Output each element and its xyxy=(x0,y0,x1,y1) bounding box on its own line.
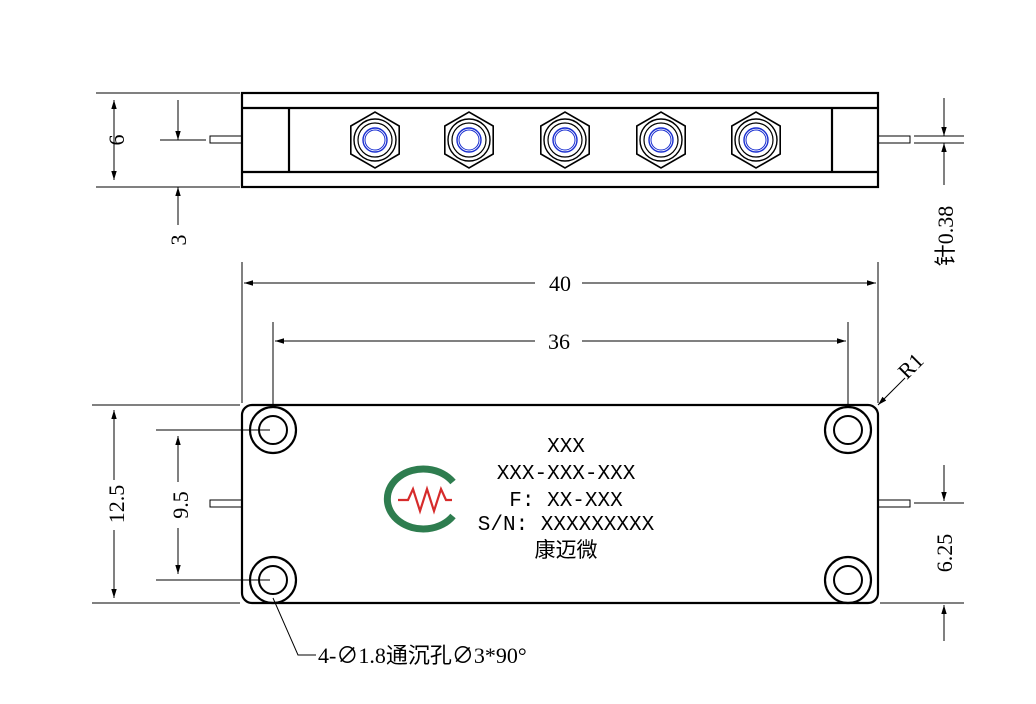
connector xyxy=(539,111,591,169)
right-pin xyxy=(877,135,911,144)
label-line2: XXX-XXX-XXX xyxy=(497,463,636,486)
vertical-dimensions: 12.5 9.5 xyxy=(92,404,270,604)
hole-callout: 4-∅1.8通沉孔∅3*90° xyxy=(272,597,527,668)
dim-pin-height: 6.25 xyxy=(932,534,957,573)
left-pin xyxy=(209,135,243,144)
dim-top-offset: 3 xyxy=(166,235,191,246)
connector-row xyxy=(349,111,782,169)
dim-corner-radius: R1 xyxy=(893,348,929,384)
mounting-hole xyxy=(823,405,873,455)
connector xyxy=(349,111,401,169)
label-line3: F: XX-XXX xyxy=(509,490,623,513)
label-company: 康迈微 xyxy=(535,538,598,562)
dim-hole-vertical-spacing: 9.5 xyxy=(168,491,193,519)
connector xyxy=(730,111,782,169)
top-view xyxy=(209,91,911,189)
product-label: XXX XXX-XXX-XXX F: XX-XXX S/N: XXXXXXXXX… xyxy=(478,436,655,562)
dim-hole-spacing: 36 xyxy=(548,329,570,354)
logo-icon xyxy=(383,465,456,533)
right-pin-front xyxy=(877,499,911,508)
dim-hole-callout: 4-∅1.8通沉孔∅3*90° xyxy=(318,643,527,668)
dim-body-height: 12.5 xyxy=(104,485,129,524)
connector xyxy=(635,111,687,169)
mounting-hole xyxy=(823,555,873,605)
dim-top-height: 6 xyxy=(104,135,129,146)
dim-overall-length: 40 xyxy=(549,271,571,296)
pin-height-dimension: 6.25 xyxy=(880,465,964,641)
horizontal-dimensions: 40 36 xyxy=(241,262,879,405)
dim-pin-diameter: 针0.38 xyxy=(933,206,958,267)
connector xyxy=(443,111,495,169)
left-pin-front xyxy=(209,499,243,508)
radius-callout: R1 xyxy=(877,348,929,406)
label-line1: XXX xyxy=(547,436,585,459)
label-line4: S/N: XXXXXXXXX xyxy=(478,514,655,537)
top-dimensions: 6 3 针0.38 xyxy=(96,92,964,267)
